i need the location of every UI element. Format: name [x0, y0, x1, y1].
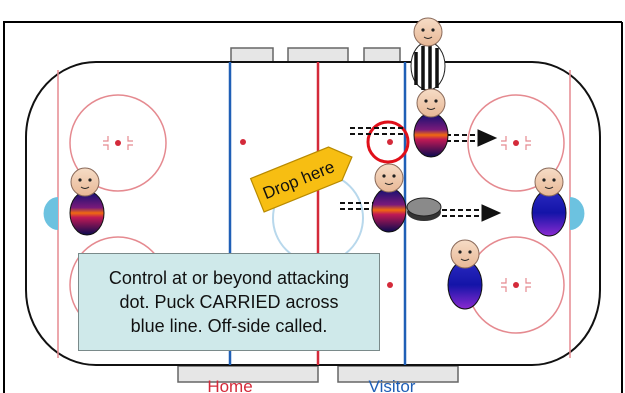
goal-crease-left	[43, 197, 58, 230]
faceoff-circle-right-top	[467, 94, 565, 192]
player-icon	[531, 167, 567, 237]
puck-icon	[406, 197, 442, 221]
explanation-line-3: blue line. Off-side called.	[130, 316, 328, 336]
explanation-box: Control at or beyond attacking dot. Puck…	[78, 253, 380, 351]
referee-icon	[410, 17, 446, 91]
drop-spot-highlight	[366, 120, 410, 164]
frame	[3, 21, 623, 393]
explanation-line-1: Control at or beyond attacking	[108, 268, 350, 288]
player-icon	[413, 88, 449, 158]
player-benches	[177, 47, 459, 383]
player-icon	[69, 167, 105, 236]
goal-crease-right	[570, 197, 585, 230]
visitor-bench-label: Visitor	[369, 377, 416, 393]
explanation-line-2: dot. Puck CARRIED across	[119, 292, 339, 312]
home-bench-label: Home	[207, 377, 252, 393]
player-icon	[447, 239, 483, 310]
neutral-dot-right-bottom	[387, 282, 393, 288]
player-icon	[371, 163, 407, 233]
neutral-dot-right-top	[387, 139, 393, 145]
faceoff-circle-left-top	[69, 94, 167, 192]
movement-arrows	[340, 127, 502, 222]
neutral-dot-left-top	[240, 139, 246, 145]
